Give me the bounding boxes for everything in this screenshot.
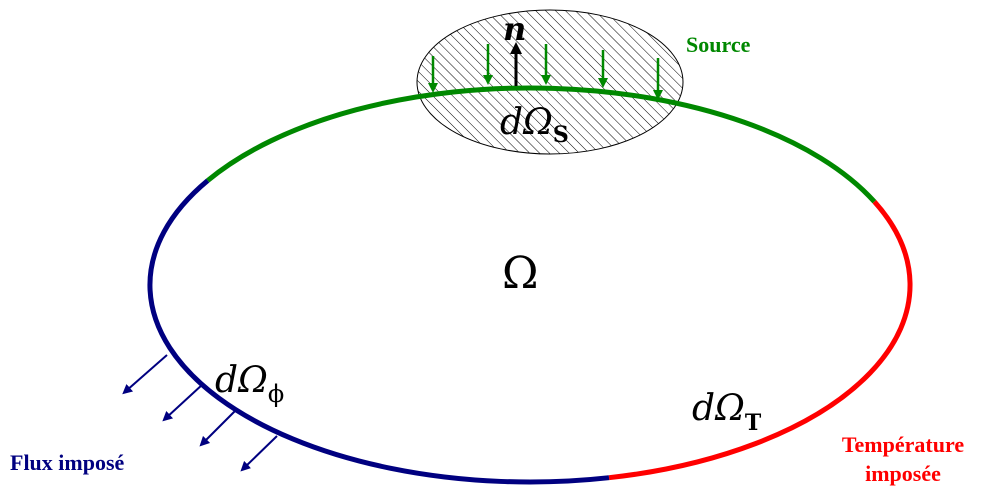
flux-arrow <box>162 383 204 422</box>
temperature-region-subscript: T <box>745 410 762 436</box>
domain-boundary <box>147 85 913 485</box>
flux-label: Flux imposé <box>10 450 125 475</box>
flux-boundary <box>147 178 610 485</box>
source-boundary <box>206 85 877 204</box>
flux-arrow <box>122 354 168 395</box>
source-arrows <box>428 44 663 100</box>
flux-arrow <box>199 409 237 447</box>
flux-region-label: dΩϕ <box>215 360 284 408</box>
normal-label: n <box>503 10 526 48</box>
temperature-label-line2: imposée <box>865 461 941 486</box>
source-region-subscript: S <box>553 122 569 148</box>
domain-symbol: Ω <box>502 248 538 299</box>
source-label: Source <box>686 32 751 57</box>
temperature-label-line1: Température <box>842 432 964 457</box>
flux-region-subscript: ϕ <box>268 380 284 408</box>
temperature-region-label: dΩT <box>692 388 762 436</box>
flux-arrows <box>122 354 278 472</box>
temperature-boundary <box>608 200 913 481</box>
flux-arrow <box>240 435 278 472</box>
source-region-label: dΩS <box>500 102 569 148</box>
